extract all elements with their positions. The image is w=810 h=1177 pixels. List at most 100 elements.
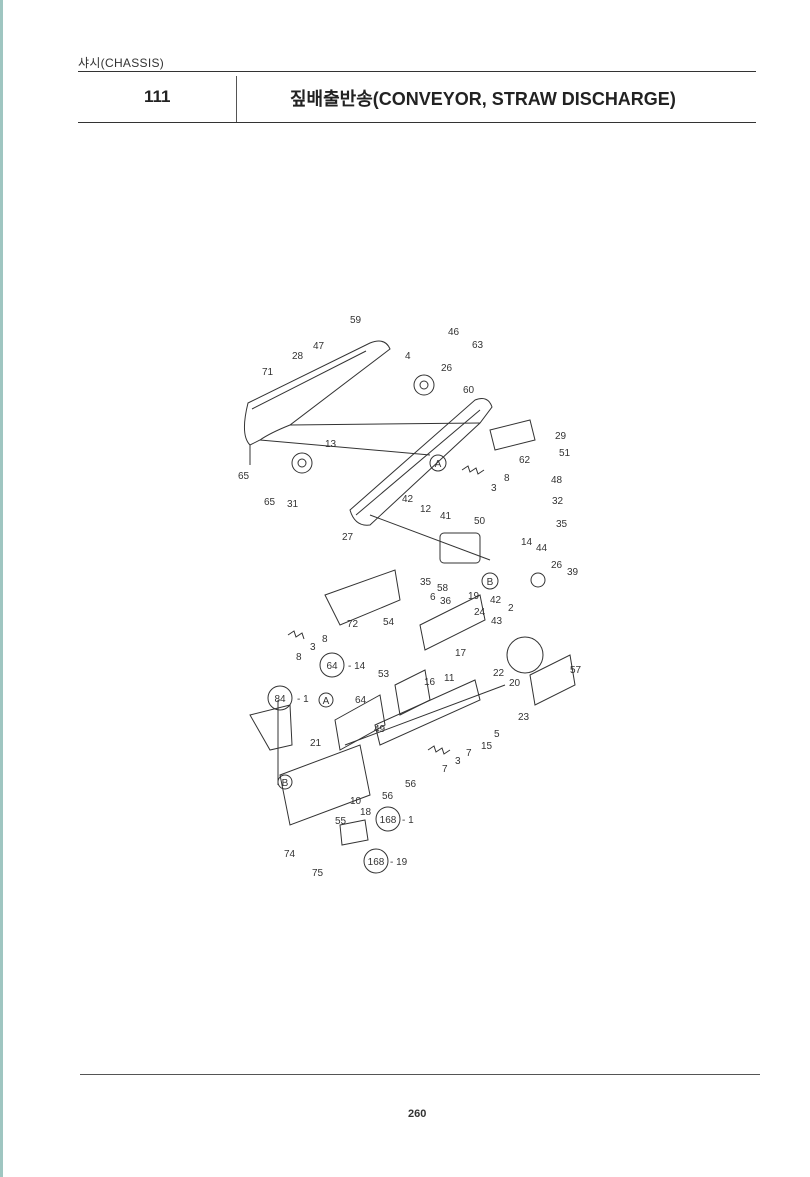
part-label-48: 48 bbox=[551, 475, 563, 486]
part-label-21: 21 bbox=[310, 738, 322, 749]
upper-right-conveyor-chain bbox=[349, 398, 493, 526]
circled-ref-A2 bbox=[318, 692, 334, 708]
frame-plate-72 bbox=[324, 569, 401, 626]
circled-ref-64 bbox=[319, 652, 345, 678]
part-label-55: 55 bbox=[335, 816, 347, 827]
part-label-8c: 8 bbox=[296, 652, 302, 663]
part-label-32: 32 bbox=[552, 496, 564, 507]
part-label-168-19-suffix: - 19 bbox=[390, 857, 408, 868]
circled-ref-A1 bbox=[429, 454, 447, 472]
part-label-1: - 1 bbox=[297, 694, 309, 705]
frame-plate-21 bbox=[334, 694, 386, 751]
part-label-3b: 3 bbox=[310, 642, 316, 653]
part-label-23: 23 bbox=[518, 712, 530, 723]
circled-ref-B2 bbox=[277, 774, 293, 790]
spring-3c bbox=[427, 745, 451, 755]
drive-housing-50 bbox=[439, 532, 481, 564]
sprocket-hub bbox=[419, 380, 429, 390]
part-label-13: 13 bbox=[325, 439, 337, 450]
circled-ref-A2-text: A bbox=[323, 696, 330, 707]
part-label-56: 56 bbox=[405, 779, 417, 790]
cover-84 bbox=[249, 704, 293, 751]
circled-ref-64-text: 64 bbox=[326, 661, 338, 672]
part-label-41: 41 bbox=[440, 511, 452, 522]
section-label: 샤시(CHASSIS) bbox=[78, 56, 165, 70]
part-label-46: 46 bbox=[448, 327, 460, 338]
circled-ref-B1 bbox=[481, 572, 499, 590]
footer-rule bbox=[80, 1074, 760, 1075]
footer-page-number: 260 bbox=[408, 1108, 427, 1120]
part-label-19: 19 bbox=[468, 591, 480, 602]
part-label-4: 4 bbox=[405, 351, 411, 362]
part-label-15: 15 bbox=[481, 741, 493, 752]
circled-ref-84 bbox=[267, 685, 293, 711]
pulley-20 bbox=[506, 636, 544, 674]
part-label-42a: 42 bbox=[402, 494, 414, 505]
upper-left-conveyor-chain bbox=[244, 340, 391, 446]
part-label-35b: 35 bbox=[420, 577, 432, 588]
page-title: 짚배출반송(CONVEYOR, STRAW DISCHARGE) bbox=[290, 89, 676, 109]
circled-ref-B1-text: B bbox=[487, 577, 494, 588]
diagram-svg: A B 64 84 A B 168 168 59 46 47 63 28 4 7… bbox=[238, 315, 582, 879]
part-label-22: 22 bbox=[493, 668, 505, 679]
part-label-64: 64 bbox=[355, 695, 367, 706]
part-label-62: 62 bbox=[519, 455, 531, 466]
part-label-56b: 56 bbox=[382, 791, 394, 802]
part-label-168-1-suffix: - 1 bbox=[402, 815, 414, 826]
part-label-71: 71 bbox=[262, 367, 274, 378]
circled-ref-B2-text: B bbox=[282, 778, 289, 789]
part-label-31: 31 bbox=[287, 499, 299, 510]
part-label-53: 53 bbox=[378, 669, 390, 680]
part-label-3c: 3 bbox=[455, 756, 461, 767]
spring-3b bbox=[287, 630, 305, 640]
circled-ref-168a-text: 168 bbox=[380, 815, 397, 826]
circled-ref-168b bbox=[363, 848, 389, 874]
circled-ref-168a bbox=[375, 806, 401, 832]
part-label-6: 6 bbox=[430, 592, 436, 603]
exploded-parts-diagram: A B 64 84 A B 168 168 59 46 47 63 28 4 7… bbox=[230, 305, 600, 895]
sprocket-hub bbox=[297, 458, 307, 468]
part-label-54: 54 bbox=[383, 617, 395, 628]
part-label-11: 11 bbox=[444, 673, 455, 684]
part-label-10: 10 bbox=[350, 796, 362, 807]
part-label-24: 24 bbox=[474, 607, 486, 618]
part-label-14a: 14 bbox=[521, 537, 533, 548]
part-label-8b: 8 bbox=[322, 634, 328, 645]
upper-chain-inner-line bbox=[251, 350, 367, 410]
part-label-58: 58 bbox=[437, 583, 449, 594]
sprocket-26 bbox=[413, 374, 435, 396]
header-bottom-rule bbox=[78, 122, 756, 123]
part-label-14b: - 14 bbox=[348, 661, 366, 672]
part-label-2: 2 bbox=[508, 603, 514, 614]
header-top-rule bbox=[78, 71, 756, 72]
part-label-7b: 7 bbox=[442, 764, 448, 775]
part-label-50: 50 bbox=[474, 516, 486, 527]
circled-ref-A1-text: A bbox=[435, 459, 442, 470]
part-label-26b: 26 bbox=[551, 560, 563, 571]
circled-reference-markers: A B 64 84 A B 168 168 bbox=[267, 454, 499, 874]
part-label-28: 28 bbox=[292, 351, 304, 362]
part-label-59: 59 bbox=[350, 315, 362, 326]
part-label-65a: 65 bbox=[238, 471, 250, 482]
part-label-65b: 65 bbox=[264, 497, 276, 508]
page-edge-strip bbox=[0, 0, 3, 1177]
frame-bar-19 bbox=[419, 594, 486, 651]
part-label-18: 18 bbox=[360, 807, 372, 818]
part-label-12: 12 bbox=[420, 504, 432, 515]
part-label-35a: 35 bbox=[556, 519, 568, 530]
part-label-74: 74 bbox=[284, 849, 296, 860]
part-label-3a: 3 bbox=[491, 483, 497, 494]
part-label-63: 63 bbox=[472, 340, 484, 351]
leader-line bbox=[344, 684, 506, 746]
bracket-18 bbox=[339, 819, 369, 846]
bracket-57 bbox=[529, 654, 576, 706]
drive-shaft bbox=[369, 514, 491, 561]
part-label-27: 27 bbox=[342, 532, 354, 543]
spring-3 bbox=[461, 465, 485, 475]
part-label-36: 36 bbox=[440, 596, 452, 607]
part-label-39: 39 bbox=[567, 567, 579, 578]
part-label-7a: 7 bbox=[466, 748, 472, 759]
part-label-43: 43 bbox=[491, 616, 503, 627]
part-label-16: 16 bbox=[424, 677, 436, 688]
guide-rod bbox=[259, 439, 431, 456]
